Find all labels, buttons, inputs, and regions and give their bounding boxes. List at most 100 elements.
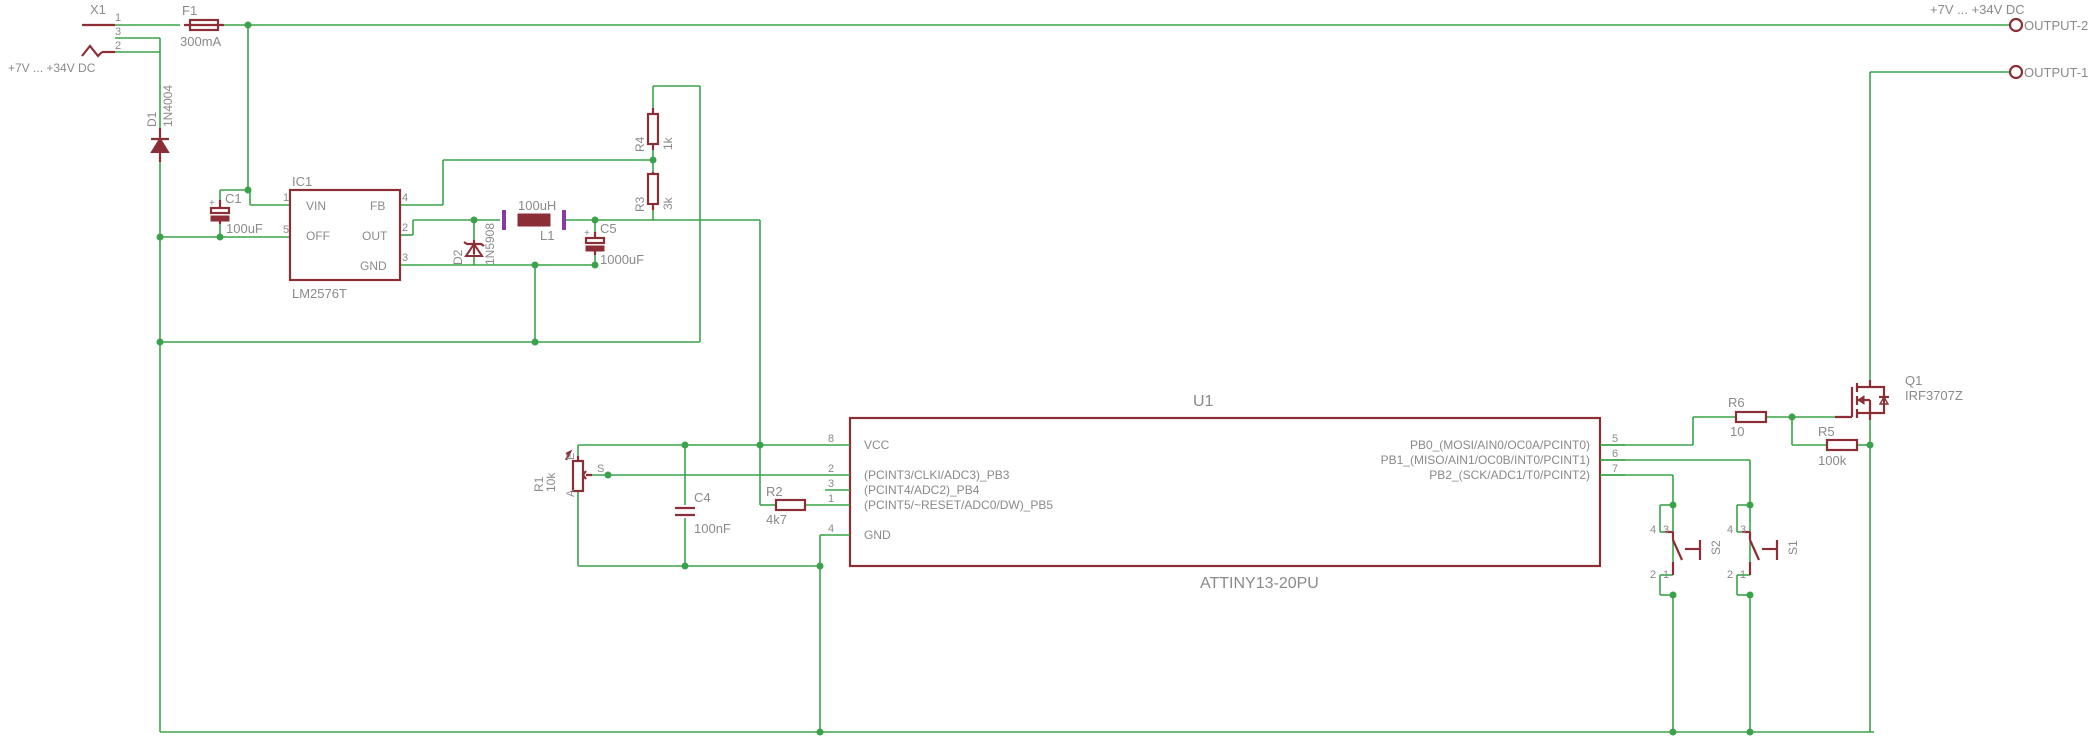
output-terminals: +7V ... +34V DC OUTPUT-2 OUTPUT-1 — [1930, 2, 2088, 80]
output2-label: OUTPUT-2 — [2024, 18, 2088, 33]
l1-label: L1 — [540, 228, 554, 243]
x1-pin3: 3 — [115, 26, 121, 38]
q1-label: Q1 — [1905, 373, 1922, 388]
regulator-ic1: IC1 LM2576T VIN OFF FB OUT GND 1 5 4 2 3 — [283, 174, 408, 301]
inductor-l1: 100uH L1 — [502, 198, 566, 243]
u1-pin-pb5: (PCINT5/~RESET/ADC0/DW)_PB5 — [864, 498, 1053, 512]
mosfet-q1: Q1 IRF3707Z — [1835, 373, 1963, 420]
u1-n5: 5 — [1612, 433, 1618, 445]
microcontroller-u1: U1 ATTINY13-20PU VCC (PCINT3/CLKI/ADC3)_… — [825, 393, 1625, 592]
x1-pin2: 2 — [115, 40, 121, 52]
u1-n4: 4 — [828, 523, 834, 535]
f1-value: 300mA — [180, 34, 222, 49]
capacitor-c1: + C1 100uF — [209, 191, 263, 236]
u1-pin-pb2: PB2_(SCK/ADC1/T0/PCINT2) — [1429, 468, 1590, 482]
u1-value: ATTINY13-20PU — [1200, 575, 1319, 592]
ic1-pin-off: OFF — [306, 229, 330, 243]
c4-label: C4 — [694, 490, 711, 505]
capacitor-c5: + C5 1000uF — [584, 221, 644, 267]
s1-label: S1 — [1786, 540, 1800, 555]
u1-n8: 8 — [828, 433, 834, 445]
u1-n7: 7 — [1612, 463, 1618, 475]
d2-label: D2 — [451, 249, 465, 265]
potentiometer-r1: R1 10k E A S — [532, 449, 604, 497]
output1-terminal — [2008, 64, 2024, 80]
c5-value: 1000uF — [600, 252, 644, 267]
d1-value: 1N4004 — [161, 85, 175, 127]
r2-value: 4k7 — [766, 512, 787, 527]
d1-label: D1 — [145, 111, 159, 127]
q1-value: IRF3707Z — [1905, 388, 1963, 403]
output2-voltage: +7V ... +34V DC — [1930, 2, 2025, 17]
resistor-r5: R5 100k — [1818, 424, 1859, 468]
r4-value: 1k — [661, 136, 675, 150]
u1-n3: 3 — [828, 478, 834, 490]
svg-text:+: + — [584, 228, 590, 239]
ic1-n4: 4 — [402, 192, 408, 204]
u1-label: U1 — [1193, 393, 1214, 410]
svg-text:+: + — [209, 198, 215, 209]
r1-value: 10k — [544, 472, 558, 492]
s1-pin1: 1 — [1740, 569, 1746, 581]
capacitor-c4: C4 100nF — [675, 490, 731, 536]
l1-value: 100uH — [518, 198, 556, 213]
s2-pin1: 1 — [1663, 569, 1669, 581]
s2-pin2: 2 — [1650, 569, 1656, 581]
u1-n1: 1 — [828, 493, 834, 505]
f1-label: F1 — [182, 3, 197, 18]
u1-pin-pb1: PB1_(MISO/AIN1/OC0B/INT0/PCINT1) — [1381, 453, 1590, 467]
ic1-n1: 1 — [283, 192, 289, 204]
s1-pin2: 2 — [1727, 569, 1733, 581]
r3-value: 3k — [661, 196, 675, 210]
connector-x1: X1 1 3 2 +7V ... +34V DC — [8, 2, 121, 75]
wires — [115, 24, 2010, 733]
s1-pin3: 3 — [1740, 524, 1746, 536]
ic1-pin-fb: FB — [370, 199, 385, 213]
u1-pin-pb3: (PCINT3/CLKI/ADC3)_PB3 — [864, 468, 1010, 482]
diode-d2: D2 1N5908 — [451, 223, 497, 265]
resistor-r6: R6 10 — [1728, 395, 1768, 439]
r5-value: 100k — [1818, 453, 1847, 468]
ic1-pin-out: OUT — [362, 229, 388, 243]
d2-value: 1N5908 — [483, 223, 497, 265]
diode-d1: D1 1N4004 — [145, 85, 175, 162]
c1-value: 100uF — [226, 221, 263, 236]
output1-label: OUTPUT-1 — [2024, 65, 2088, 80]
u1-pin-vcc: VCC — [864, 438, 890, 452]
r4-label: R4 — [633, 136, 647, 152]
r6-label: R6 — [1728, 395, 1745, 410]
c4-value: 100nF — [694, 521, 731, 536]
ic1-n3: 3 — [402, 252, 408, 264]
x1-pin1: 1 — [115, 12, 121, 24]
s2-label: S2 — [1709, 540, 1723, 555]
r1-e: E — [565, 453, 577, 460]
ic1-value: LM2576T — [292, 286, 347, 301]
u1-n6: 6 — [1612, 448, 1618, 460]
resistor-r2: R2 4k7 — [766, 484, 807, 527]
junction-dots — [156, 21, 1874, 736]
c5-label: C5 — [600, 221, 617, 236]
r1-label: R1 — [532, 476, 546, 492]
x1-label: X1 — [90, 2, 106, 17]
resistor-r4: R4 1k — [633, 108, 675, 152]
fuse-f1: F1 300mA — [180, 3, 224, 49]
u1-n2: 2 — [828, 463, 834, 475]
input-voltage-label: +7V ... +34V DC — [8, 61, 96, 75]
u1-pin-gnd: GND — [864, 528, 891, 542]
ic1-pin-gnd: GND — [360, 259, 387, 273]
ic1-n5: 5 — [283, 224, 289, 236]
r3-label: R3 — [633, 196, 647, 212]
u1-pin-pb0: PB0_(MOSI/AIN0/OC0A/PCINT0) — [1410, 438, 1590, 452]
ic1-label: IC1 — [292, 174, 312, 189]
s2-pin3: 3 — [1663, 524, 1669, 536]
switch-s1: S1 4 3 2 1 — [1727, 524, 1800, 581]
resistor-r3: R3 3k — [633, 172, 675, 212]
r6-value: 10 — [1730, 424, 1744, 439]
r5-label: R5 — [1818, 424, 1835, 439]
r1-a: A — [565, 489, 577, 497]
s1-pin4: 4 — [1727, 524, 1733, 536]
u1-pin-pb4: (PCINT4/ADC2)_PB4 — [864, 483, 980, 497]
ic1-n2: 2 — [402, 222, 408, 234]
output2-terminal — [2008, 17, 2024, 33]
